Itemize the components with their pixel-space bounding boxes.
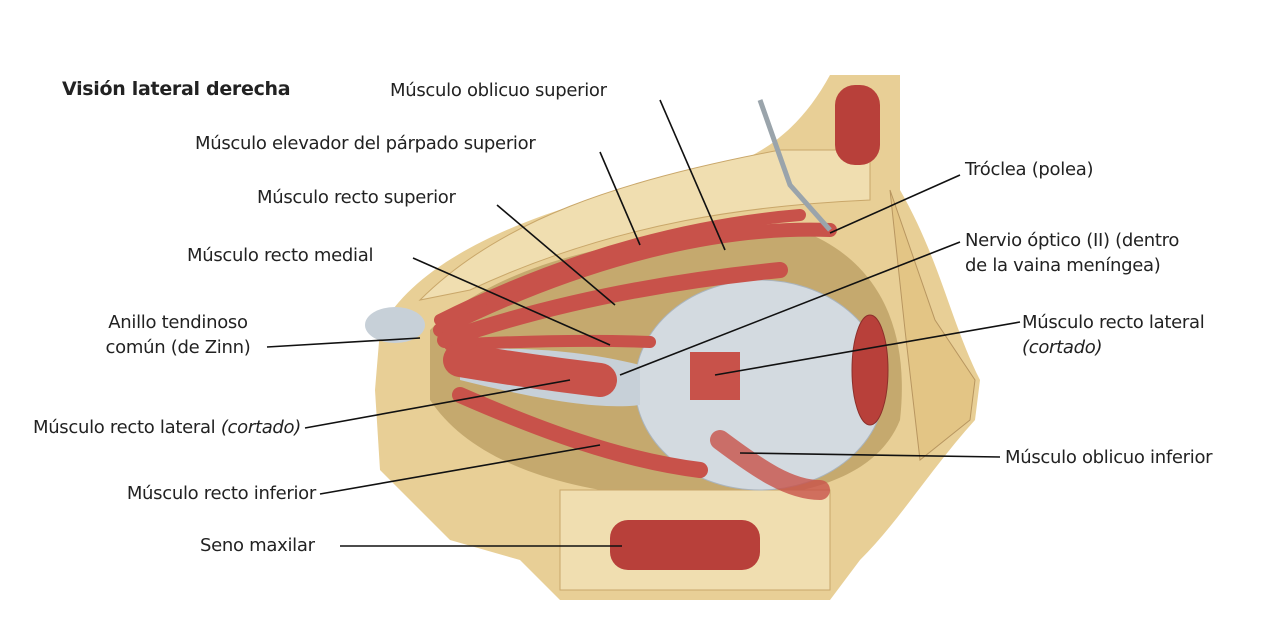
label-nervio-line1: Nervio óptico (II) (dentro — [965, 230, 1180, 251]
inferior-oblique-muscle — [710, 430, 830, 500]
label-nervio: Nervio óptico (II) (dentro de la vaina m… — [965, 228, 1179, 278]
label-recto-medial: Músculo recto medial — [187, 245, 374, 266]
diagram-title: Visión lateral derecha — [62, 78, 291, 100]
maxillary-sinus — [610, 520, 760, 570]
leader-recto-inferior — [319, 444, 601, 495]
leader-anillo — [266, 337, 421, 348]
lateral-rectus-insertion — [690, 352, 740, 400]
label-anillo-line1: Anillo tendinoso — [108, 312, 248, 333]
leader-lines — [266, 99, 1021, 547]
label-troclea: Tróclea (polea) — [965, 159, 1094, 180]
label-oblicuo-inferior: Músculo oblicuo inferior — [1005, 447, 1213, 468]
leader-recto-lateral-right — [714, 321, 1021, 376]
label-anillo-line2: común (de Zinn) — [105, 337, 251, 358]
frontal-sinus — [835, 85, 880, 165]
label-recto-lateral-right: Músculo recto lateral (cortado) — [1022, 310, 1205, 360]
label-nervio-line2: de la vaina meníngea) — [965, 255, 1161, 276]
label-seno-maxilar: Seno maxilar — [200, 535, 315, 556]
leader-recto-superior — [496, 204, 616, 306]
label-note: (cortado) — [1022, 337, 1103, 358]
frontal-bone-roof — [418, 149, 871, 301]
cornea — [851, 314, 889, 426]
leader-nervio — [619, 241, 961, 376]
leader-oblicuo-superior — [659, 99, 726, 251]
levator-muscle — [434, 209, 806, 326]
label-text: Músculo recto lateral — [1022, 312, 1205, 333]
label-recto-superior: Músculo recto superior — [257, 187, 456, 208]
medial-rectus-muscle — [444, 334, 656, 351]
leader-recto-medial — [412, 257, 611, 346]
zinn-ring — [365, 307, 425, 343]
inferior-rectus-muscle — [452, 387, 708, 478]
superior-oblique-muscle — [433, 222, 837, 337]
trochlea-tendon — [757, 99, 832, 232]
label-recto-inferior: Músculo recto inferior — [126, 483, 316, 504]
leader-oblicuo-inferior — [739, 452, 1001, 458]
superior-rectus-muscle — [437, 262, 788, 348]
label-anillo: Anillo tendinoso común (de Zinn) — [88, 310, 268, 360]
lateral-rectus-stump — [443, 343, 617, 397]
nasal-bone — [889, 189, 976, 461]
leader-elevador — [599, 151, 641, 246]
label-note: (cortado) — [220, 417, 301, 438]
label-oblicuo-superior: Músculo oblicuo superior — [390, 80, 607, 101]
label-elevador: Músculo elevador del párpado superior — [195, 133, 536, 154]
leader-recto-lateral-left — [304, 379, 571, 429]
label-text: Músculo recto lateral — [32, 417, 216, 438]
label-recto-lateral-left: Músculo recto lateral (cortado) — [33, 415, 301, 440]
leader-troclea — [829, 174, 961, 234]
